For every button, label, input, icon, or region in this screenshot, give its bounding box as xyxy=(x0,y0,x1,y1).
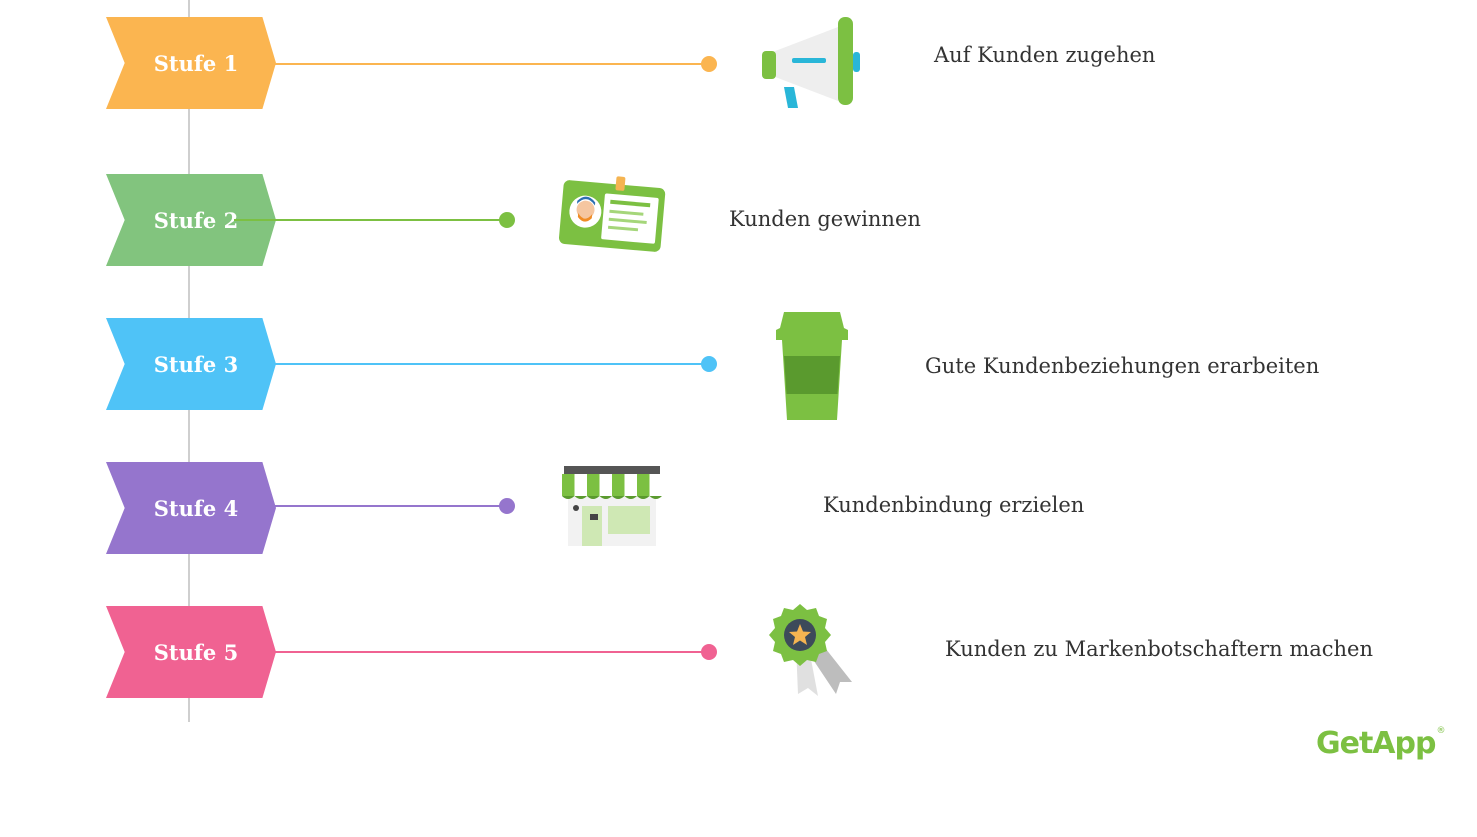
step-4-text: Kundenbindung erzielen xyxy=(823,493,1085,517)
getapp-logo: GetApp® xyxy=(1316,726,1445,761)
step-2-chevron: Stufe 2 xyxy=(106,174,276,266)
step-3-text: Gute Kundenbeziehungen erarbeiten xyxy=(925,354,1320,378)
step-2-text: Kunden gewinnen xyxy=(729,207,921,231)
step-1-chevron: Stufe 1 xyxy=(106,17,276,109)
step-row-4: Stufe 4 Kundenbindung erzielen xyxy=(0,462,1477,562)
step-4-dot xyxy=(499,498,515,514)
step-row-2: Stufe 2 Kunden gewinnen xyxy=(0,174,1477,274)
step-4-label: Stufe 4 xyxy=(153,495,239,521)
step-2-label: Stufe 2 xyxy=(153,207,239,233)
id-card-icon xyxy=(558,176,666,252)
step-4-chevron: Stufe 4 xyxy=(106,462,276,554)
step-row-3: Stufe 3 Gute Kundenbeziehungen erarbeite… xyxy=(0,312,1477,420)
award-badge-icon xyxy=(769,604,852,696)
step-4-connector xyxy=(262,505,507,507)
logo-registered-mark: ® xyxy=(1436,726,1445,736)
step-2-dot xyxy=(499,212,515,228)
step-row-5: Stufe 5 Kunden zu Markenbotschaftern mac… xyxy=(0,604,1477,706)
step-3-chevron: Stufe 3 xyxy=(106,318,276,410)
logo-text: GetApp xyxy=(1316,726,1436,761)
step-3-label: Stufe 3 xyxy=(153,351,239,377)
step-3-connector xyxy=(262,363,710,365)
step-5-dot xyxy=(701,644,717,660)
step-row-1: Stufe 1 Auf Kunden zugehen xyxy=(0,17,1477,117)
coffee-cup-icon xyxy=(776,312,848,420)
step-5-connector xyxy=(262,651,710,653)
step-5-label: Stufe 5 xyxy=(153,639,239,665)
step-1-text: Auf Kunden zugehen xyxy=(934,43,1156,67)
step-1-label: Stufe 1 xyxy=(153,50,239,76)
step-5-chevron: Stufe 5 xyxy=(106,606,276,698)
step-1-connector xyxy=(262,63,710,65)
megaphone-icon xyxy=(762,17,860,108)
step-5-text: Kunden zu Markenbotschaftern machen xyxy=(945,637,1374,661)
storefront-icon xyxy=(562,466,662,546)
step-1-dot xyxy=(701,56,717,72)
step-2-connector xyxy=(234,219,507,221)
step-3-dot xyxy=(701,356,717,372)
